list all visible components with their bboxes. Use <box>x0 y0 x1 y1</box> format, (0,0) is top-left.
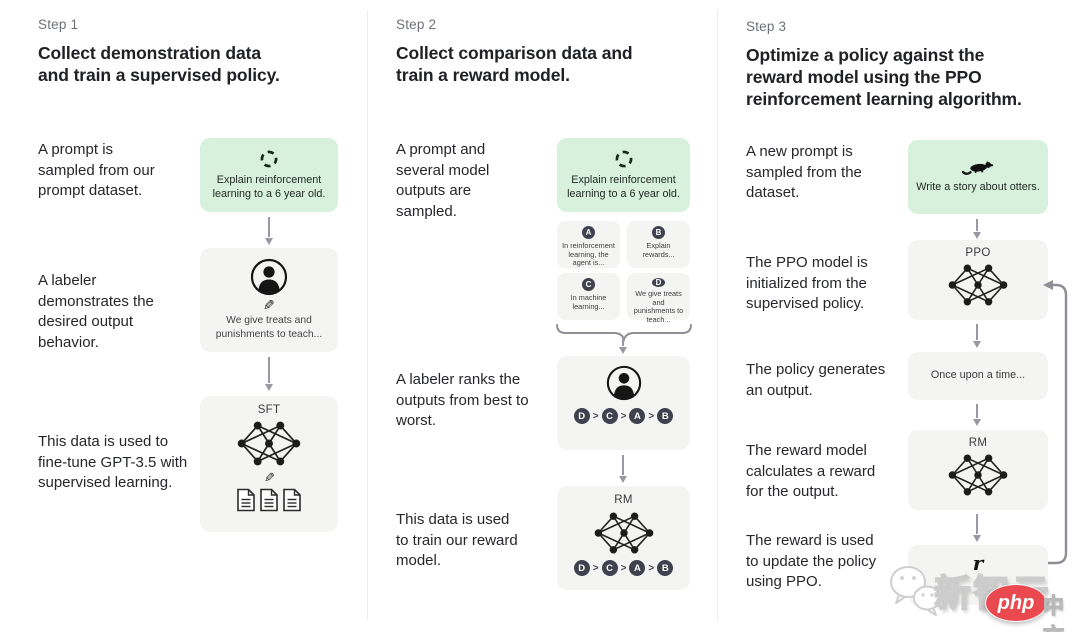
person-icon <box>606 365 642 401</box>
rank-badge: B <box>657 408 674 424</box>
rank-badge: C <box>601 560 618 576</box>
step1-sft-box: SFT ✎ <box>200 396 338 532</box>
rank-badge: C <box>601 408 618 424</box>
rank-badge: D <box>573 560 590 576</box>
step1-row3-text: This data is used to fine-tune GPT-3.5 w… <box>38 433 188 491</box>
rank-badge: B <box>657 560 674 576</box>
step3-rm-box: RM <box>908 430 1048 510</box>
step1-prompt-box: Explain reinforcement learning to a 6 ye… <box>200 138 338 212</box>
rank-badge: D <box>573 408 590 424</box>
rm-label: RM <box>968 437 988 449</box>
output-badge-a: A <box>582 226 595 239</box>
pencil-icon: ✎ <box>263 470 275 485</box>
rank-separator: > <box>648 410 655 422</box>
step1-label: Step 1 <box>38 17 79 32</box>
step1-labeler-text: We give treats and punishments to teach.… <box>215 315 323 340</box>
pencil-icon: ✎ <box>263 297 275 313</box>
step2-row3-text: This data is used to train our reward mo… <box>396 511 518 569</box>
rm-label: RM <box>614 494 633 506</box>
cycle-icon <box>614 149 634 169</box>
step3-ppo-box: PPO <box>908 240 1048 320</box>
step3-row4-text: The reward model calculates a reward for… <box>746 442 876 500</box>
documents-icon <box>236 488 302 512</box>
output-text-a: In reinforcement learning, the agent is.… <box>562 241 615 268</box>
output-badge-d: D <box>652 278 665 287</box>
step3-arrow-1 <box>972 219 981 239</box>
neural-network-icon <box>593 510 655 556</box>
step1-row2-text: A labeler demonstrates the desired outpu… <box>38 272 154 351</box>
step3-row5-text: The reward is used to update the policy … <box>746 532 877 590</box>
step2-prompt-box: Explain reinforcement learning to a 6 ye… <box>557 138 690 212</box>
output-box-c: C In machine learning... <box>557 273 620 320</box>
step2-labeler-box: D > C > A > B <box>557 356 690 450</box>
step3-prompt-text: Write a story about otters. <box>916 180 1040 193</box>
rank-separator: > <box>592 562 599 574</box>
ppo-label: PPO <box>965 247 991 259</box>
brace-icon <box>556 324 692 342</box>
php-badge: php <box>985 584 1047 622</box>
person-icon <box>250 258 288 296</box>
step3-row1-text: A new prompt is sampled from the dataset… <box>746 143 862 201</box>
step1-prompt-text: Explain reinforcement learning to a 6 ye… <box>212 174 326 200</box>
output-box-a: A In reinforcement learning, the agent i… <box>557 221 620 268</box>
step3-arrow-2 <box>972 324 981 348</box>
column-divider-2 <box>717 10 718 620</box>
step1-arrow-1 <box>264 217 273 245</box>
step3-row2-text: The PPO model is initialized from the su… <box>746 254 868 312</box>
step3-output-text: Once upon a time... <box>930 369 1026 382</box>
neural-network-icon <box>236 419 302 468</box>
output-text-c: In machine learning... <box>570 293 607 311</box>
rank-separator: > <box>620 562 627 574</box>
cycle-icon <box>259 149 279 169</box>
output-box-b: B Explain rewards... <box>627 221 690 268</box>
reward-label: r <box>972 551 984 575</box>
step3-prompt-box: Write a story about otters. <box>908 140 1048 214</box>
step3-arrow-3 <box>972 404 981 426</box>
rank-separator: > <box>592 410 599 422</box>
step1-title: Collect demonstration data and train a s… <box>38 43 280 85</box>
step3-arrow-4 <box>972 514 981 542</box>
step2-rm-box: RM D > C > A > B <box>557 486 690 590</box>
step2-label: Step 2 <box>396 17 437 32</box>
step1-labeler-box: ✎ We give treats and punishments to teac… <box>200 248 338 352</box>
output-badge-b: B <box>652 226 665 239</box>
sft-label: SFT <box>257 404 281 416</box>
step2-arrow-1 <box>618 337 627 354</box>
step1-row1-text: A prompt is sampled from our prompt data… <box>38 141 155 199</box>
step3-label: Step 3 <box>746 19 787 34</box>
rank-badge: A <box>629 408 646 424</box>
watermark-suffix: 中文网 <box>1042 594 1064 632</box>
output-text-b: Explain rewards... <box>642 241 675 259</box>
step2-arrow-2 <box>618 455 627 483</box>
rank-separator: > <box>620 410 627 422</box>
step2-prompt-text: Explain reinforcement learning to a 6 ye… <box>567 174 680 200</box>
step3-row3-text: The policy generates an output. <box>746 361 886 399</box>
column-divider-1 <box>367 10 368 620</box>
step2-row2-text: A labeler ranks the outputs from best to… <box>396 371 529 429</box>
output-box-d: D We give treats and punishments to teac… <box>627 273 690 324</box>
otter-icon <box>962 160 994 176</box>
output-text-d: We give treats and punishments to teach.… <box>633 289 684 324</box>
step2-title: Collect comparison data and train a rewa… <box>396 43 633 85</box>
step1-arrow-2 <box>264 357 273 391</box>
step3-output-box: Once upon a time... <box>908 352 1048 400</box>
output-badge-c: C <box>582 278 595 291</box>
ranking-row: D > C > A > B <box>573 560 674 576</box>
feedback-loop-arrow <box>1043 280 1068 565</box>
rank-badge: A <box>629 560 646 576</box>
ranking-row: D > C > A > B <box>573 408 674 424</box>
neural-network-icon <box>947 452 1009 498</box>
rank-separator: > <box>648 562 655 574</box>
step2-row1-text: A prompt and several model outputs are s… <box>396 141 490 220</box>
step3-title: Optimize a policy against the reward mod… <box>746 45 1022 109</box>
neural-network-icon <box>947 262 1009 308</box>
